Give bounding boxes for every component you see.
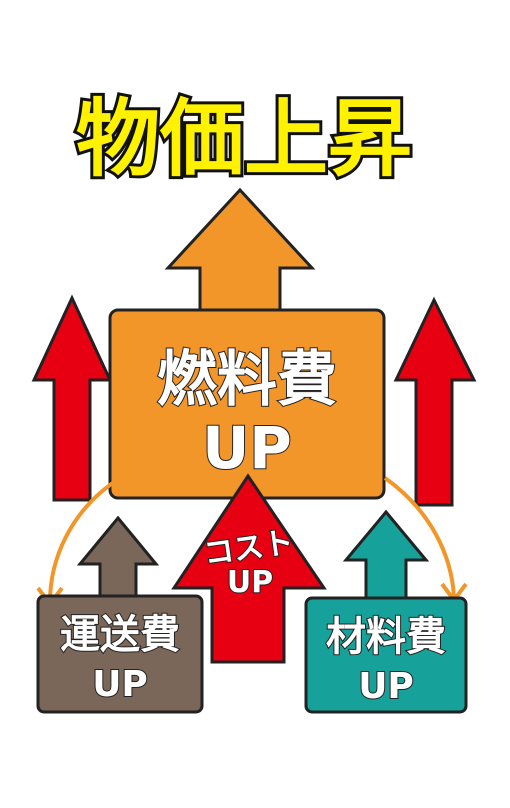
left-red-up-arrow — [31, 294, 113, 502]
branch-arrow-left — [48, 476, 122, 603]
transport-up-arrow — [76, 515, 160, 602]
right-red-up-arrow — [393, 296, 477, 507]
page-title: 物価上昇 — [76, 90, 412, 188]
transport-cost-box — [36, 594, 204, 714]
fuel-cost-label: 燃料費 — [157, 345, 337, 415]
materials-up-arrow — [342, 509, 430, 602]
materials-cost-up: UP — [358, 666, 414, 707]
fuel-cost-up: UP — [202, 414, 292, 482]
materials-cost-box — [304, 596, 468, 714]
transport-cost-up: UP — [92, 664, 148, 705]
cost-up-arrow — [171, 473, 327, 664]
cost-up: UP — [227, 565, 273, 600]
branch-arrow-right — [383, 476, 456, 599]
materials-cost-label: 材料費 — [326, 614, 446, 660]
transport-cost-label: 運送費 — [60, 612, 180, 658]
